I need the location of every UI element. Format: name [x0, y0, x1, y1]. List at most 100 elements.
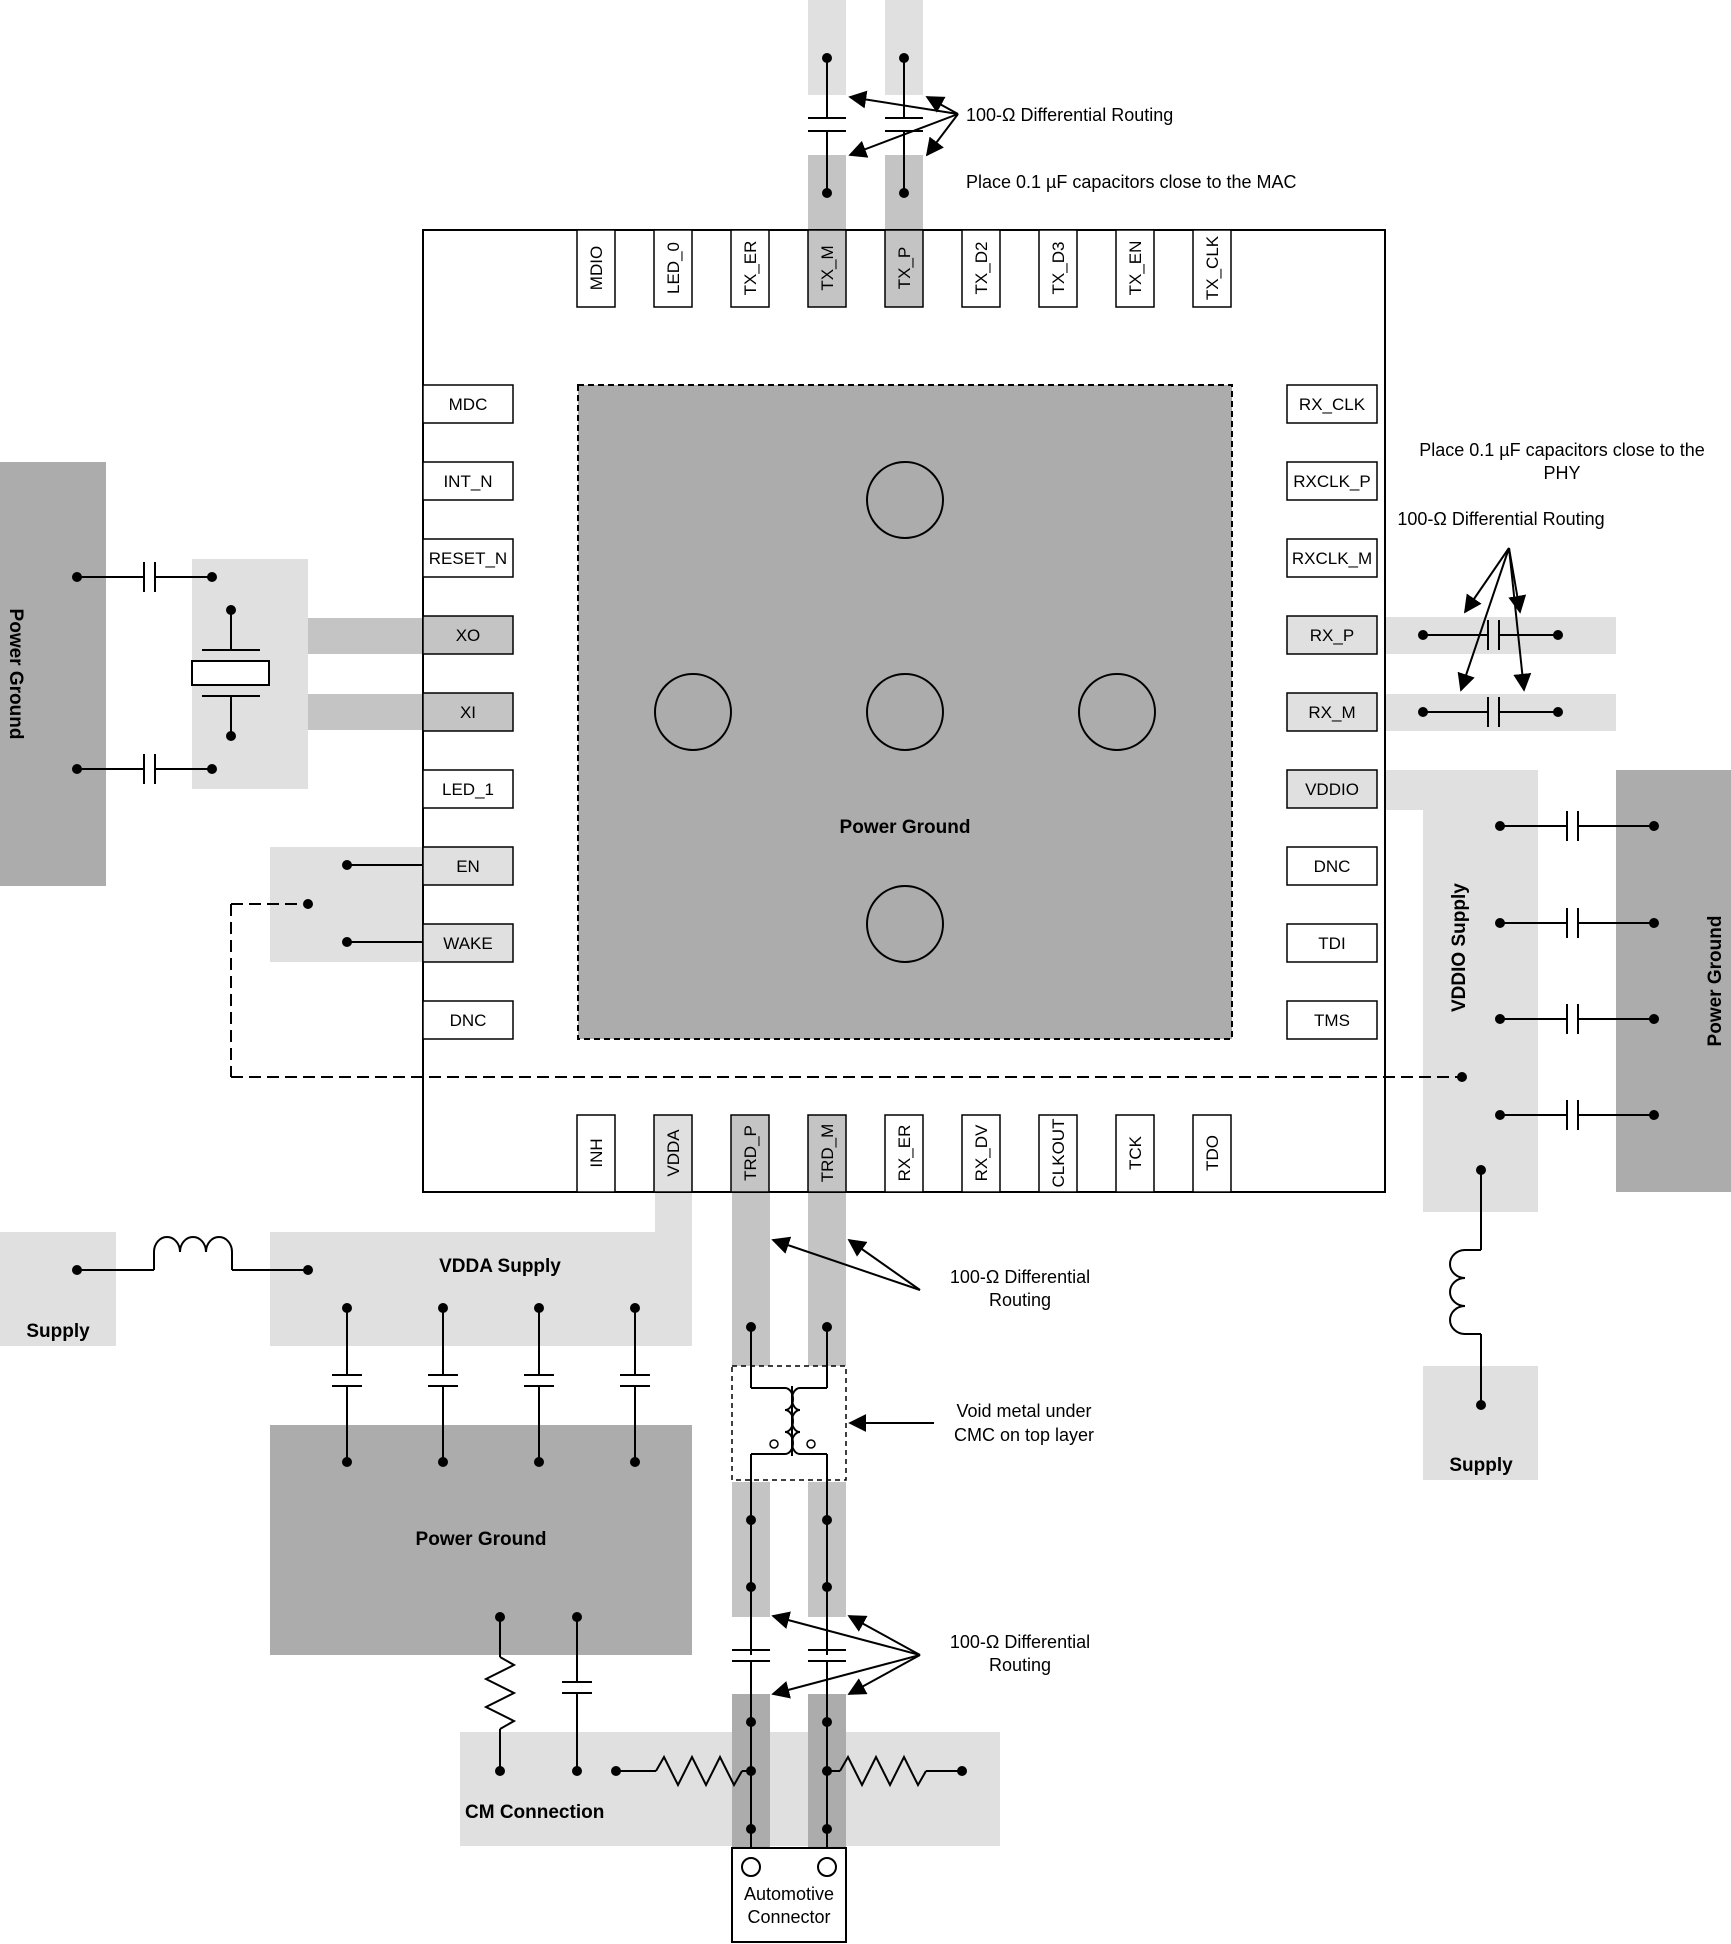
vdda-cap-2	[428, 1303, 458, 1467]
pin-label: MDIO	[587, 246, 606, 290]
vddio-supply-label: VDDIO Supply	[1449, 883, 1470, 1012]
pin-top-tx-p: TX_P	[884, 229, 924, 308]
vdda-supply-label: VDDA Supply	[439, 1256, 561, 1277]
pin-label: RESET_N	[429, 549, 507, 568]
pin-right-rx-p: RX_P	[1286, 615, 1378, 655]
pin-label: MDC	[449, 395, 488, 414]
en-wake-circuit	[230, 860, 1467, 1082]
pin-label: TX_D2	[972, 242, 991, 295]
pin-left-reset-n: RESET_N	[422, 538, 514, 578]
pin-top-led-0: LED_0	[653, 229, 693, 308]
pin-left-xo: XO	[422, 615, 514, 655]
pin-label: TX_D3	[1049, 242, 1068, 295]
pin-label: LED_0	[664, 242, 683, 294]
pin-top-tx-m: TX_M	[807, 229, 847, 308]
left-pins: MDC INT_N RESET_N XO XI LED_1EN WAKE DNC	[422, 384, 514, 1040]
pin-right-rxclk-p: RXCLK_P	[1286, 461, 1378, 501]
pin-bottom-tdo: TDO	[1192, 1114, 1232, 1193]
mac-routing-note: 100-Ω Differential Routing	[966, 105, 1173, 125]
pin-right-tdi: TDI	[1286, 923, 1378, 963]
pin-left-mdc: MDC	[422, 384, 514, 424]
pin-label: TX_P	[895, 247, 914, 290]
pin-left-en: EN	[422, 846, 514, 886]
right-supply-label: Supply	[1449, 1455, 1513, 1476]
trd-routing-note-2-line1: 100-Ω Differential	[950, 1632, 1090, 1652]
pin-top-mdio: MDIO	[576, 229, 616, 308]
pin-label: XI	[460, 703, 476, 722]
pin-label: INT_N	[443, 472, 492, 491]
left-ground-plane	[0, 462, 106, 886]
vddio-decoupling: VDDIO Supply Power Ground Supply	[1449, 811, 1726, 1476]
pin-label: TX_M	[818, 245, 837, 290]
pin-label: TMS	[1314, 1011, 1350, 1030]
thermal-via-top	[866, 461, 944, 539]
pin-label: RX_M	[1308, 703, 1355, 722]
pin-label: RX_P	[1310, 626, 1354, 645]
pin-right-rxclk-m: RXCLK_M	[1286, 538, 1378, 578]
pin-label: TCK	[1126, 1135, 1145, 1170]
thermal-via-center	[866, 673, 944, 751]
pin-left-dnc: DNC	[422, 1000, 514, 1040]
pin-top-tx-clk: TX_CLK	[1192, 229, 1232, 308]
vdda-cap-1	[332, 1303, 362, 1467]
pin-label: WAKE	[443, 934, 492, 953]
thermal-via-left	[654, 673, 732, 751]
tx-capacitors: 100-Ω Differential Routing Place 0.1 µF …	[808, 53, 1297, 198]
thermal-via-bottom	[866, 885, 944, 963]
connector-label-line1: Automotive	[744, 1884, 834, 1904]
phy-caps-note-line2: PHY	[1543, 463, 1580, 483]
pin-label: TX_ER	[741, 241, 760, 296]
pin-right-vddio: VDDIO	[1286, 769, 1378, 809]
pin-label: TDI	[1318, 934, 1345, 953]
pin-bottom-trd-p: TRD_P	[730, 1114, 770, 1193]
pin-bottom-rx-er: RX_ER	[884, 1114, 924, 1193]
pin-label: LED_1	[442, 780, 494, 799]
phy-chip: Power Ground	[422, 229, 1386, 1193]
vddio-supply-plane-vertical	[1423, 770, 1538, 1212]
cmc-icon	[750, 1327, 828, 1482]
pin-label: RX_DV	[972, 1124, 991, 1181]
trd-routing-note-2-line2: Routing	[989, 1655, 1051, 1675]
vddio-cap-2	[1495, 908, 1659, 938]
bottom-ground-plane	[270, 1425, 692, 1655]
connector-label-line2: Connector	[747, 1907, 830, 1927]
pin-left-xi: XI	[422, 692, 514, 732]
pin-label: TRD_P	[741, 1125, 760, 1181]
pin-label: TRD_M	[818, 1124, 837, 1183]
pin-bottom-vdda: VDDA	[653, 1114, 693, 1193]
bottom-ground-label: Power Ground	[416, 1529, 547, 1550]
vdda-cap-4	[620, 1303, 650, 1467]
pin-label: RXCLK_P	[1293, 472, 1370, 491]
pin-bottom-trd-m: TRD_M	[807, 1114, 847, 1193]
pin-bottom-rx-dv: RX_DV	[961, 1114, 1001, 1193]
vdda-circuit: Supply VDDA Supply Power Ground	[26, 1236, 650, 1823]
pin-right-rx-clk: RX_CLK	[1286, 384, 1378, 424]
pin-label: TX_CLK	[1203, 235, 1222, 300]
right-ground-plane	[1616, 770, 1731, 1192]
vdda-cap-3	[524, 1303, 554, 1467]
pin-bottom-tck: TCK	[1115, 1114, 1155, 1193]
trd-path: Automotive Connector 100-Ω Differential …	[611, 1236, 1094, 1943]
crystal-icon	[191, 660, 270, 686]
left-ground-label: Power Ground	[5, 609, 26, 740]
pin-left-int-n: INT_N	[422, 461, 514, 501]
pin-label: XO	[456, 626, 481, 645]
trd-routing-note-1-line2: Routing	[989, 1290, 1051, 1310]
vdda-supply-plane	[270, 1232, 692, 1346]
pin-label: EN	[456, 857, 480, 876]
vddio-cap-3	[1495, 1004, 1659, 1034]
pin-label: RXCLK_M	[1292, 549, 1372, 568]
void-note-line2: CMC on top layer	[954, 1425, 1094, 1445]
pin-label: DNC	[1314, 857, 1351, 876]
top-pins: MDIO LED_0 TX_ER TX_M TX_P TX_D2 TX_D3 TX_EN TX_…	[576, 229, 1232, 308]
exposed-pad	[577, 384, 1233, 1040]
pin-label: RX_CLK	[1299, 395, 1366, 414]
trd-routing-note-1-line1: 100-Ω Differential	[950, 1267, 1090, 1287]
pin-top-tx-d3: TX_D3	[1038, 229, 1078, 308]
pin-label: CLKOUT	[1049, 1119, 1068, 1188]
pin-label: TX_EN	[1126, 241, 1145, 296]
void-note-line1: Void metal under	[956, 1401, 1091, 1421]
pin-right-dnc: DNC	[1286, 846, 1378, 886]
right-ground-label: Power Ground	[1705, 916, 1726, 1047]
